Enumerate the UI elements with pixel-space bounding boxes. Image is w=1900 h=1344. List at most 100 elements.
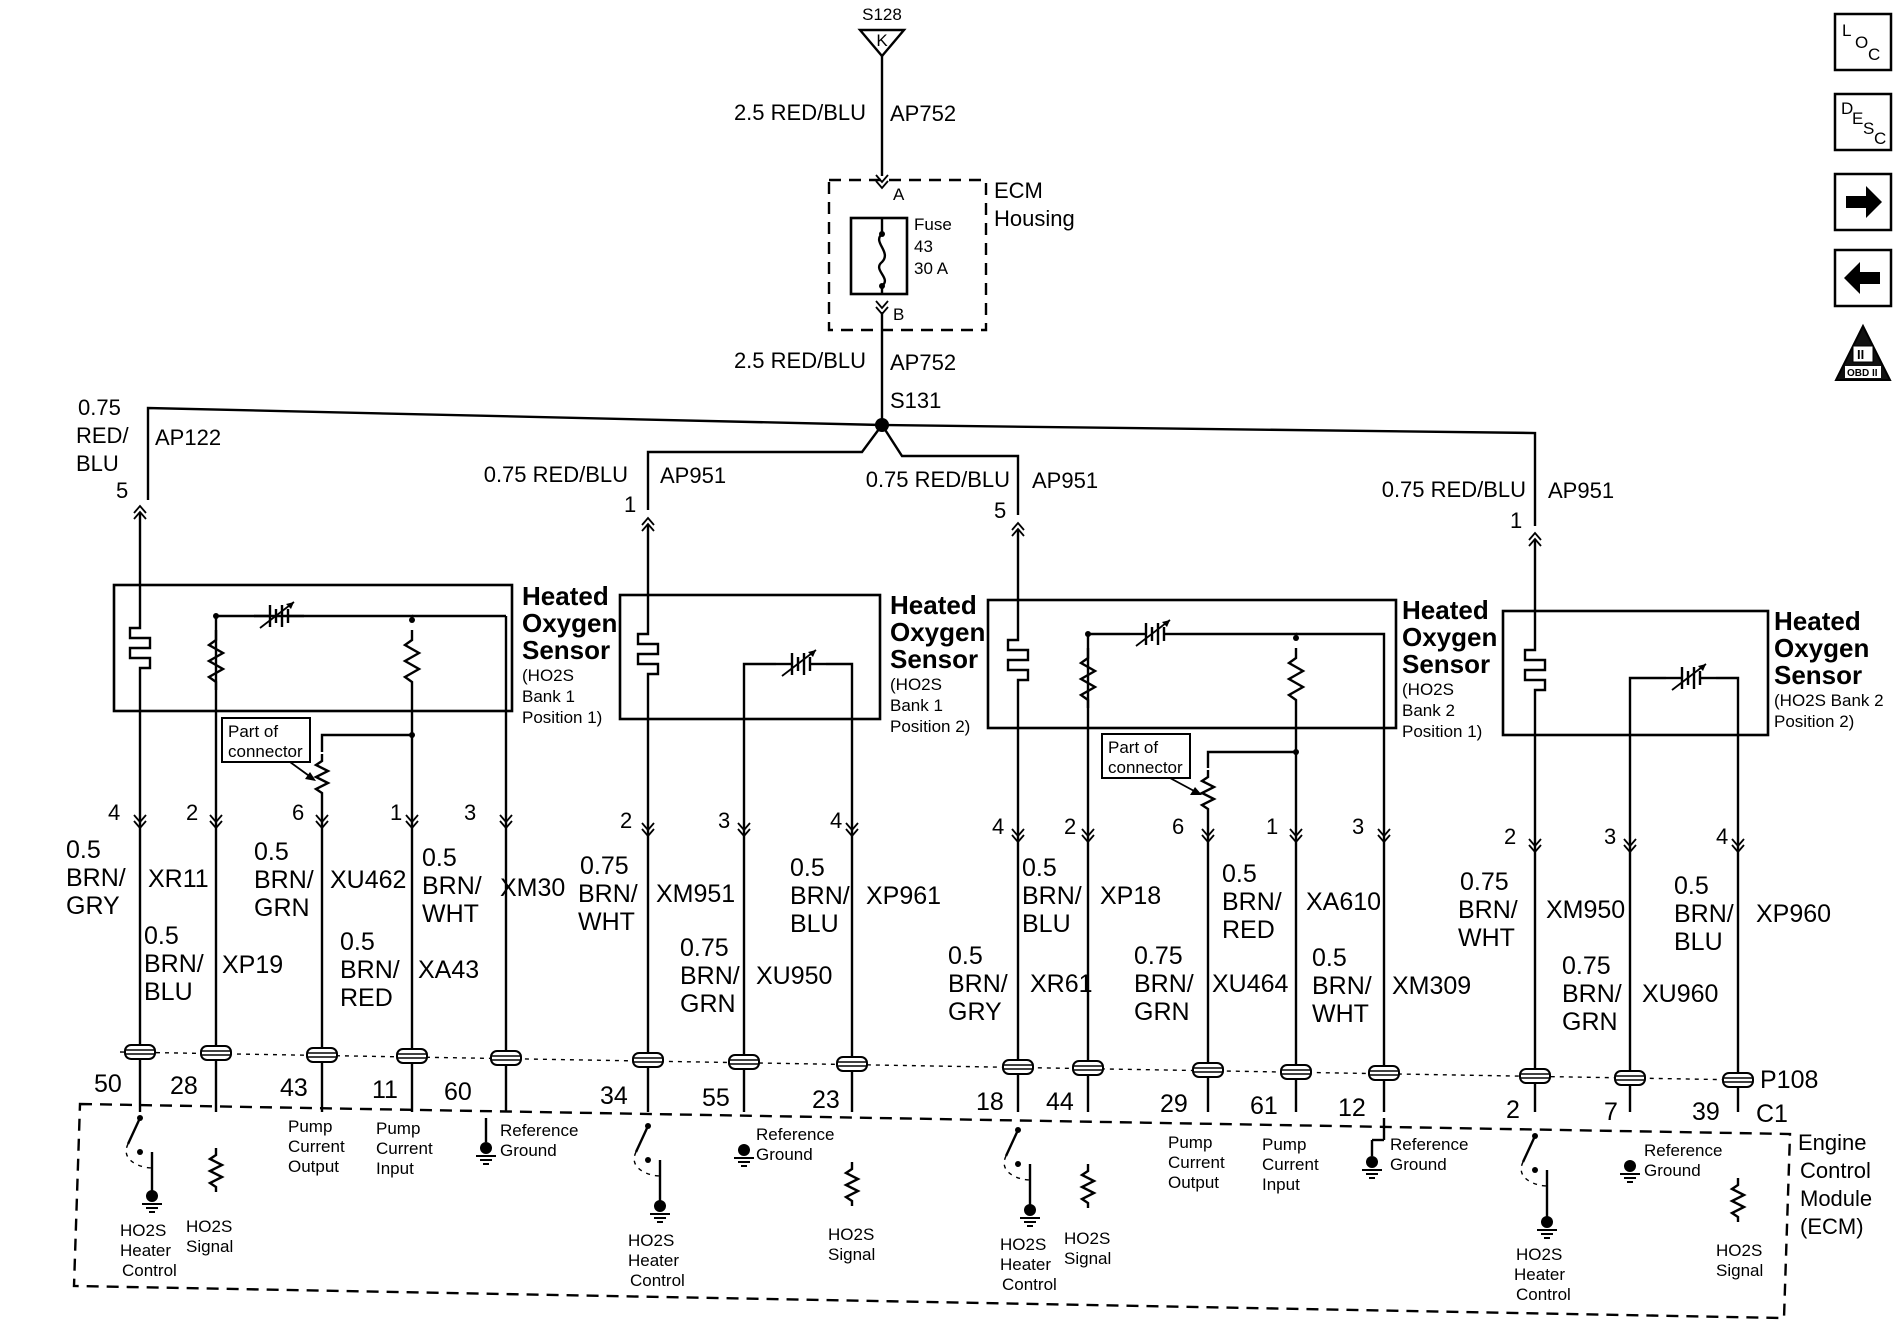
s1-w5-gauge-2: BRN/ [422, 872, 482, 900]
ecm-label-1: Engine [1798, 1130, 1867, 1155]
s2-feed-circuit: AP951 [660, 463, 726, 488]
s1-resistor-2-icon [403, 628, 421, 692]
s1-sensor-box [112, 583, 514, 713]
obd2-label: OBD II [1847, 368, 1878, 379]
sensor-bank2-pos2: 0.75 RED/BLU AP951 1 Heated Oxygen Senso… [1382, 477, 1884, 830]
ecm-housing-box [827, 178, 988, 332]
s3-feed-gauge: 0.75 RED/BLU [866, 467, 1010, 492]
s3-func-3b: Current [1168, 1153, 1225, 1172]
sensor-bank1-pos2: 0.75 RED/BLU AP951 1 Heated Oxygen Senso… [484, 462, 985, 830]
ecm-label-4: (ECM) [1800, 1214, 1864, 1239]
s4-feed-pin: 1 [1510, 508, 1522, 533]
s4-sensor-box [1501, 609, 1770, 737]
obd2-button[interactable]: II OBD II [1834, 323, 1892, 381]
s1-reference-ground-icon [475, 1141, 497, 1165]
s3-feed-pin: 5 [994, 498, 1006, 523]
s1-w3-gauge-2: BRN/ [254, 866, 314, 894]
s3-w3-pin-top: 6 [1172, 814, 1184, 839]
s1-feed-circuit: AP122 [155, 425, 221, 450]
s3-w2-circuit: XP18 [1100, 882, 1161, 910]
s3-part-of-1: Part of [1108, 738, 1158, 757]
s1-w4-pin-top: 1 [390, 800, 402, 825]
s3-heater-ground-icon [1019, 1203, 1041, 1227]
s3-sub-2: Bank 2 [1402, 701, 1455, 720]
sensor-bank2-pos1: 0.75 RED/BLU AP951 5 Heated Oxygen Senso… [866, 467, 1497, 830]
s2-w2-pin-top: 3 [718, 808, 730, 833]
s2-heater-switch-icon [634, 1121, 653, 1165]
desc-s: S [1863, 119, 1874, 138]
s4-w1-gauge-3: WHT [1458, 924, 1515, 952]
s2-w3-pin-top: 4 [830, 808, 842, 833]
s3-heater-icon [1006, 622, 1030, 702]
s2-sub-3: Position 2) [890, 717, 970, 736]
s4-sub-2: Position 2) [1774, 712, 1854, 731]
s1-title-2: Oxygen [522, 608, 617, 638]
s3-func-1c: Control [1002, 1275, 1057, 1294]
s1-w2-pin-top: 2 [186, 800, 198, 825]
ecm-pin-numbers: 50 28 43 11 60 34 55 23 18 44 29 61 12 2… [94, 1070, 1720, 1126]
s2-w1-pin-top: 2 [620, 808, 632, 833]
s1-heater-switch-icon [126, 1113, 145, 1157]
s1-w3-pin-top: 6 [292, 800, 304, 825]
next-page-button[interactable] [1833, 172, 1893, 232]
pin-55: 55 [702, 1084, 730, 1112]
s1-func-1a: HO2S [120, 1221, 166, 1240]
s3-w3-circuit: XU464 [1212, 970, 1289, 998]
wire-runs: 4 0.5 BRN/ GRY XR11 2 0.5 BRN/ BLU XP19 … [66, 800, 1831, 1036]
s1-func-4c: Input [376, 1159, 414, 1178]
loc-button[interactable]: L O C [1833, 12, 1893, 72]
s1-feed-gauge-1: 0.75 [78, 395, 121, 420]
s3-w1-gauge-3: GRY [948, 998, 1002, 1026]
s1-func-3c: Output [288, 1157, 339, 1176]
s4-signal-resistor-icon [1730, 1176, 1746, 1224]
s2-func-1b: Heater [628, 1251, 679, 1270]
s4-feed-circuit: AP951 [1548, 478, 1614, 503]
s3-w3-gauge-2: BRN/ [1134, 970, 1194, 998]
pin-61: 61 [1250, 1092, 1278, 1120]
s4-w3-circuit: XP960 [1756, 900, 1831, 928]
s2-title-1: Heated [890, 590, 977, 620]
s2-feed-pin: 1 [624, 492, 636, 517]
s1-func-5b: Ground [500, 1141, 557, 1160]
pin-60: 60 [444, 1078, 472, 1106]
s1-w5-gauge-1: 0.5 [422, 844, 457, 872]
s4-feed-gauge: 0.75 RED/BLU [1382, 477, 1526, 502]
s3-sensor-box [986, 598, 1398, 730]
s4-heater-icon [1523, 632, 1547, 712]
feed-wire-label-2: 2.5 RED/BLU [734, 348, 866, 373]
s3-w5-circuit: XM309 [1392, 972, 1471, 1000]
s2-reference-ground-icon [733, 1143, 755, 1167]
s4-reference-ground-icon [1619, 1159, 1641, 1183]
s1-w1-gauge-1: 0.5 [66, 836, 101, 864]
desc-button[interactable]: D E S C [1833, 92, 1893, 152]
s1-w5-pin-top: 3 [464, 800, 476, 825]
s1-func-1b: Heater [120, 1241, 171, 1260]
splice-s128-label: S128 [862, 5, 902, 24]
s2-func-2a: Reference [756, 1125, 834, 1144]
ecm-module: Engine Control Module (ECM) HO2S Heater … [72, 1102, 1872, 1320]
fuse-label-1: Fuse [914, 215, 952, 234]
pin-50: 50 [94, 1070, 122, 1098]
ecm-label-3: Module [1800, 1186, 1872, 1211]
s3-reference-ground-icon [1361, 1155, 1383, 1179]
loc-icon [1833, 12, 1893, 72]
s3-w3-gauge-3: GRN [1134, 998, 1190, 1026]
s4-w1-circuit: XM950 [1546, 896, 1625, 924]
s4-w1-gauge-1: 0.75 [1460, 868, 1509, 896]
s1-heater-ground-icon [141, 1189, 163, 1213]
s4-func-2a: Reference [1644, 1141, 1722, 1160]
s1-w4-circuit: XA43 [418, 956, 479, 984]
s1-part-of-connector-box [221, 717, 311, 763]
s2-func-2b: Ground [756, 1145, 813, 1164]
s2-feed-gauge: 0.75 RED/BLU [484, 462, 628, 487]
s1-feed-pin: 5 [116, 478, 128, 503]
s2-w3-gauge-2: BRN/ [790, 882, 850, 910]
s4-w3-pin-top: 4 [1716, 824, 1728, 849]
s3-w2-gauge-1: 0.5 [1022, 854, 1057, 882]
s1-sub-2: Bank 1 [522, 687, 575, 706]
obd2-top: II [1857, 347, 1864, 362]
s3-heater-switch-icon [1004, 1125, 1023, 1169]
s3-w4-gauge-3: RED [1222, 916, 1275, 944]
s4-title-2: Oxygen [1774, 633, 1869, 663]
prev-page-button[interactable] [1833, 248, 1893, 308]
